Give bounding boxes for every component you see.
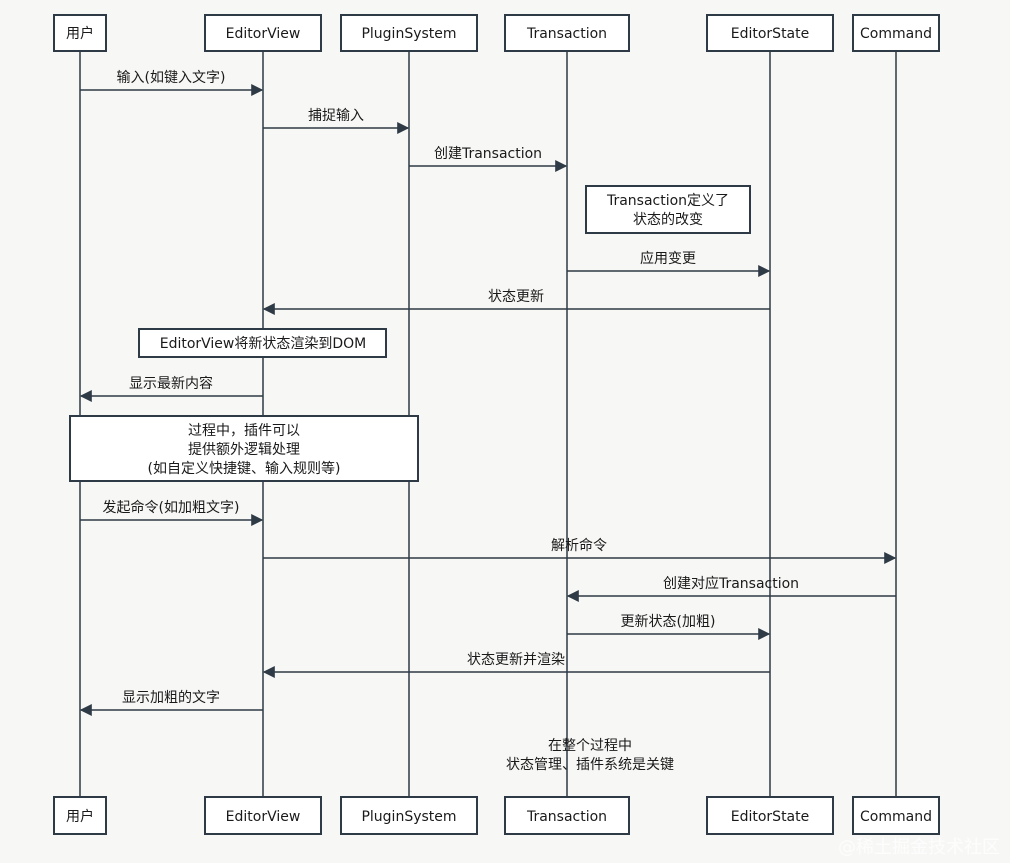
participant-user-label-bottom: 用户 — [66, 808, 94, 825]
message-label-1: 输入(如键入文字) — [117, 70, 226, 86]
participant-editorstate-label: EditorState — [731, 26, 810, 42]
notes: Transaction定义了 状态的改变 EditorView将新状态渲染到DO… — [69, 185, 751, 482]
message-label-10: 更新状态(加粗) — [621, 614, 716, 630]
participant-pluginsystem-box-bottom — [340, 796, 478, 835]
footer-note-line-2: 状态管理、插件系统是关键 — [506, 757, 674, 773]
participant-command-box-bottom — [852, 796, 940, 835]
participant-transaction-label-bottom: Transaction — [526, 809, 607, 825]
message-label-3: 创建Transaction — [434, 146, 542, 162]
participants-bottom: 用户 EditorView PluginSystem Transaction E… — [53, 796, 940, 835]
participant-transaction-box — [504, 14, 630, 52]
note-transaction-line-2: 状态的改变 — [633, 212, 703, 228]
participant-editorview-label-bottom: EditorView — [226, 809, 301, 825]
message-label-2: 捕捉输入 — [308, 108, 364, 124]
participant-transaction-box-bottom — [504, 796, 630, 835]
participant-editorview-box-bottom — [204, 796, 322, 835]
note-plugin-line-1: 过程中，插件可以 — [188, 423, 300, 439]
participant-command-label: Command — [860, 26, 932, 42]
participant-pluginsystem-label: PluginSystem — [361, 26, 456, 42]
participant-user-box — [53, 14, 107, 52]
note-transaction-box — [585, 185, 751, 234]
participant-transaction-label: Transaction — [526, 26, 607, 42]
participant-pluginsystem-label-bottom: PluginSystem — [361, 809, 456, 825]
note-transaction-line-1: Transaction定义了 — [606, 193, 729, 209]
participant-user-box-bottom — [53, 796, 107, 835]
message-label-12: 显示加粗的文字 — [122, 690, 220, 706]
participant-command-box — [852, 14, 940, 52]
participant-editorstate-box-bottom — [706, 796, 834, 835]
watermark: @稀土掘金技术社区 — [838, 837, 1000, 858]
participant-editorstate-label-bottom: EditorState — [731, 809, 810, 825]
message-label-11: 状态更新并渲染 — [467, 652, 565, 668]
message-label-5: 状态更新 — [488, 289, 544, 305]
footer-note-line-1: 在整个过程中 — [548, 738, 632, 754]
participant-editorview-label: EditorView — [226, 26, 301, 42]
note-plugin-box — [69, 415, 419, 482]
note-render-line-1: EditorView将新状态渲染到DOM — [160, 336, 367, 352]
participant-editorview-box — [204, 14, 322, 52]
footer-note: 在整个过程中 状态管理、插件系统是关键 — [506, 738, 674, 773]
participants-top: 用户 EditorView PluginSystem Transaction E… — [53, 14, 940, 52]
note-render-box — [138, 328, 387, 358]
messages: 输入(如键入文字) 捕捉输入 创建Transaction 应用变更 状态更新 显… — [79, 70, 897, 716]
participant-command-label-bottom: Command — [860, 809, 932, 825]
participant-editorstate-box — [706, 14, 834, 52]
message-label-6: 显示最新内容 — [129, 375, 213, 392]
message-label-4: 应用变更 — [640, 250, 696, 267]
message-label-7: 发起命令(如加粗文字) — [103, 499, 240, 516]
message-label-9: 创建对应Transaction — [663, 575, 799, 592]
note-plugin-line-3: (如自定义快捷键、输入规则等) — [148, 460, 341, 477]
participant-pluginsystem-box — [340, 14, 478, 52]
message-label-8: 解析命令 — [551, 537, 607, 554]
participant-user-label: 用户 — [66, 25, 94, 42]
note-plugin-line-2: 提供额外逻辑处理 — [188, 442, 300, 458]
